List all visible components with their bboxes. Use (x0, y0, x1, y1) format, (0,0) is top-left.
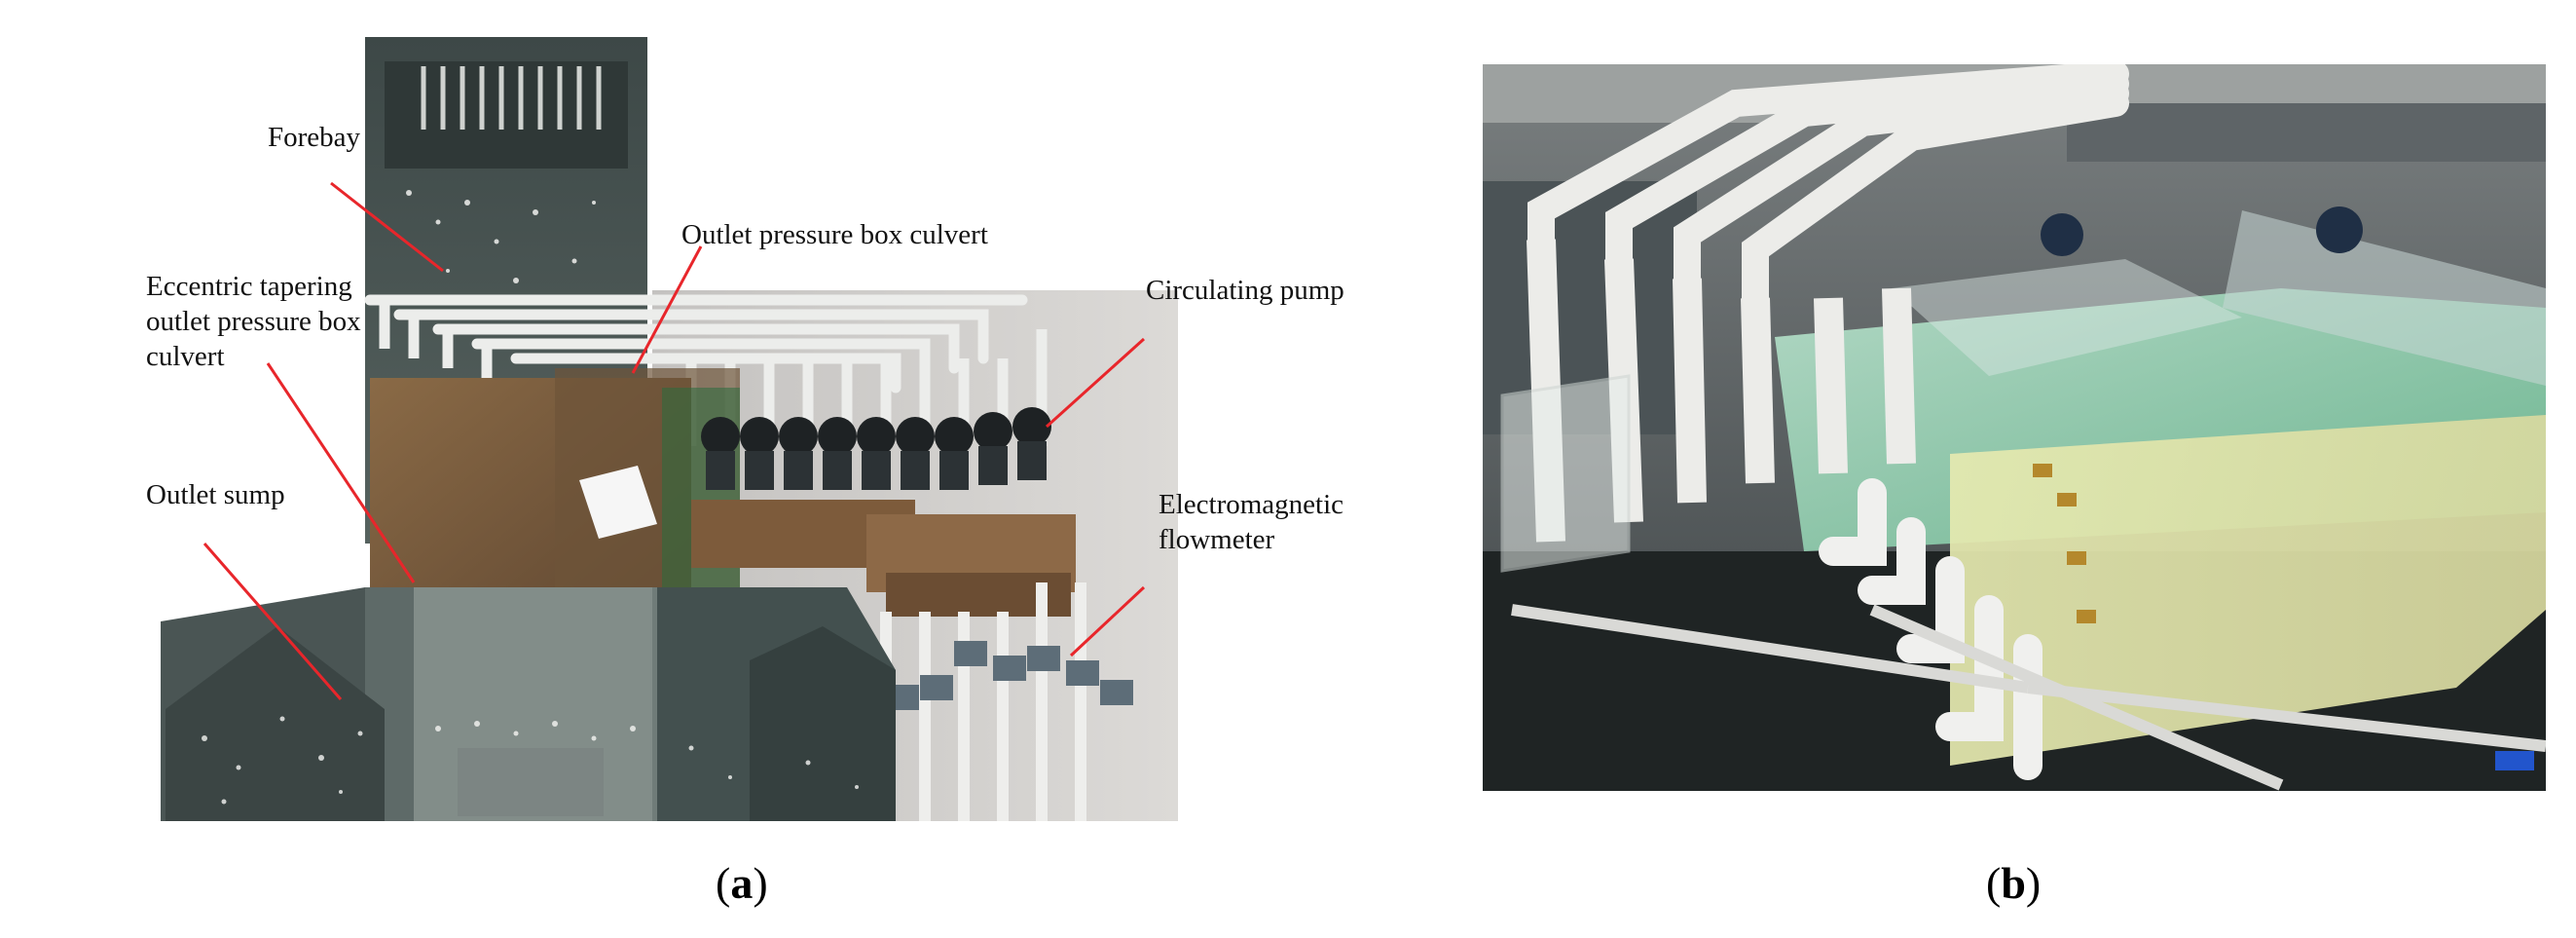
label-electromagnetic-line-2: flowmeter (1159, 524, 1275, 555)
label-outlet-pressure-box-culvert: Outlet pressure box culvert (681, 219, 988, 250)
photo-panel-a: Forebay Outlet pressure box culvert Ecce… (146, 37, 1178, 821)
caption-b-open-paren: ( (1986, 858, 2002, 908)
caption-b-close-paren: ) (2025, 858, 2042, 908)
label-electromagnetic-flowmeter: Electromagnetic flowmeter (1159, 487, 1343, 557)
label-eccentric-line-1: Eccentric tapering (146, 271, 352, 302)
label-forebay: Forebay (268, 122, 361, 153)
label-circulating-pump: Circulating pump (1146, 275, 1344, 306)
leader-lines (202, 181, 1146, 700)
caption-a-open-paren: ( (716, 858, 731, 908)
caption-b: (b) (1986, 857, 2041, 909)
caption-a: (a) (716, 857, 768, 909)
label-eccentric-line-2: outlet pressure box (146, 306, 361, 337)
label-eccentric-line-3: culvert (146, 341, 225, 372)
label-electromagnetic-line-1: Electromagnetic (1159, 489, 1344, 520)
caption-b-letter: b (2001, 858, 2026, 908)
test-rig-top-view-photo (161, 37, 1178, 821)
test-rig-perspective-photo (1483, 64, 2546, 791)
label-outlet-sump: Outlet sump (146, 479, 285, 510)
caption-a-close-paren: ) (753, 858, 768, 908)
photo-panel-b (1483, 64, 2546, 791)
caption-a-letter: a (730, 858, 754, 908)
label-eccentric-tapering-culvert: Eccentric tapering outlet pressure box c… (146, 269, 467, 374)
